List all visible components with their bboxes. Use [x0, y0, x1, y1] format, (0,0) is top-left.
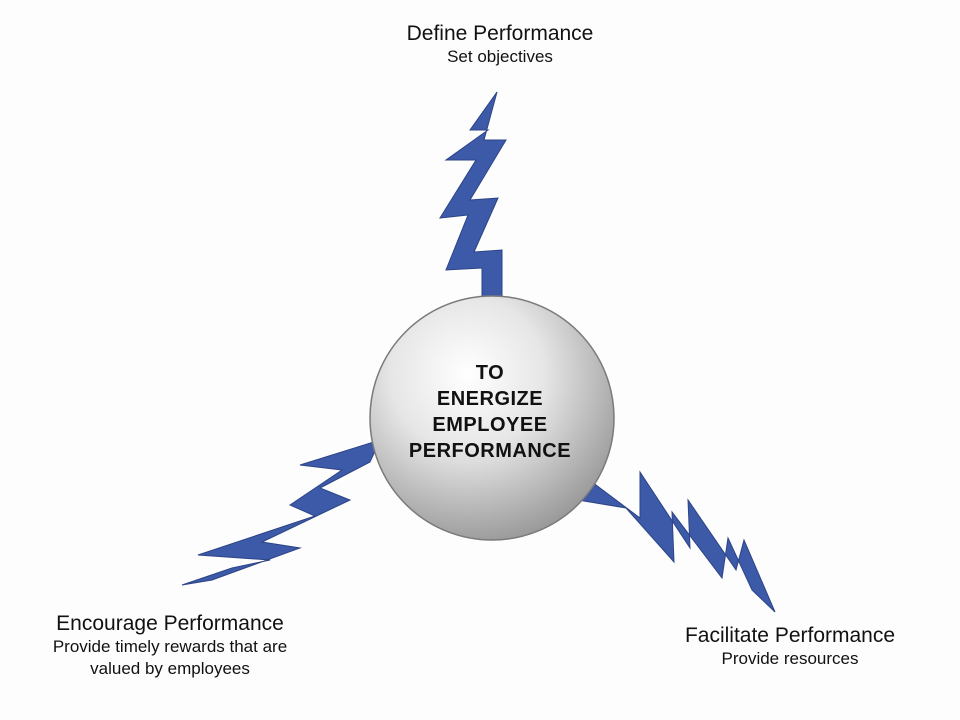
- define-title: Define Performance: [406, 22, 594, 45]
- define-performance-label: Define Performance Set objectives: [330, 22, 670, 68]
- facilitate-performance-label: Facilitate Performance Provide resources: [640, 624, 940, 670]
- center-label: TO ENERGIZE EMPLOYEE PERFORMANCE: [370, 360, 610, 464]
- lightning-bolt-facilitate: [577, 470, 776, 613]
- center-line-4: PERFORMANCE: [408, 440, 572, 462]
- encourage-performance-label: Encourage Performance Provide timely rew…: [10, 612, 330, 680]
- lightning-bolt-define: [439, 91, 507, 303]
- facilitate-title: Facilitate Performance: [684, 624, 896, 647]
- center-sphere: [369, 295, 615, 541]
- center-line-3: EMPLOYEE: [432, 414, 548, 436]
- center-line-1: TO: [475, 362, 505, 384]
- encourage-title: Encourage Performance: [56, 612, 284, 635]
- facilitate-subtitle: Provide resources: [721, 649, 859, 668]
- define-subtitle: Set objectives: [447, 47, 553, 66]
- lightning-bolt-encourage: [181, 439, 381, 586]
- center-line-2: ENERGIZE: [436, 388, 544, 410]
- encourage-subtitle-line-1: Provide timely rewards that are: [52, 637, 288, 656]
- encourage-subtitle-line-2: valued by employees: [90, 659, 250, 678]
